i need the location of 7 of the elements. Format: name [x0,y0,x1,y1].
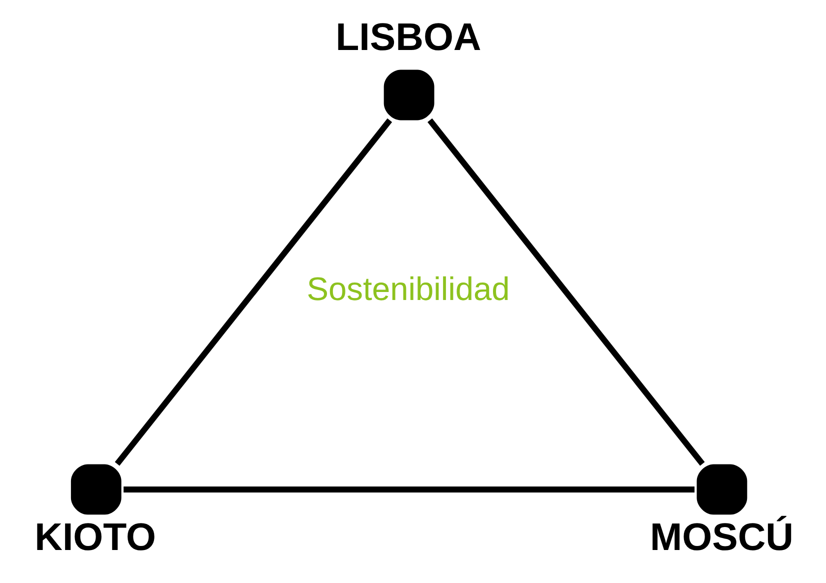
connector [114,118,392,466]
connector [427,118,704,466]
node-label: KIOTO [34,516,156,559]
label: Sostenibilidad [306,270,510,307]
connector [123,486,694,492]
node-label: MOSCÚ [650,516,794,559]
node-label: LISBOA [335,16,481,60]
